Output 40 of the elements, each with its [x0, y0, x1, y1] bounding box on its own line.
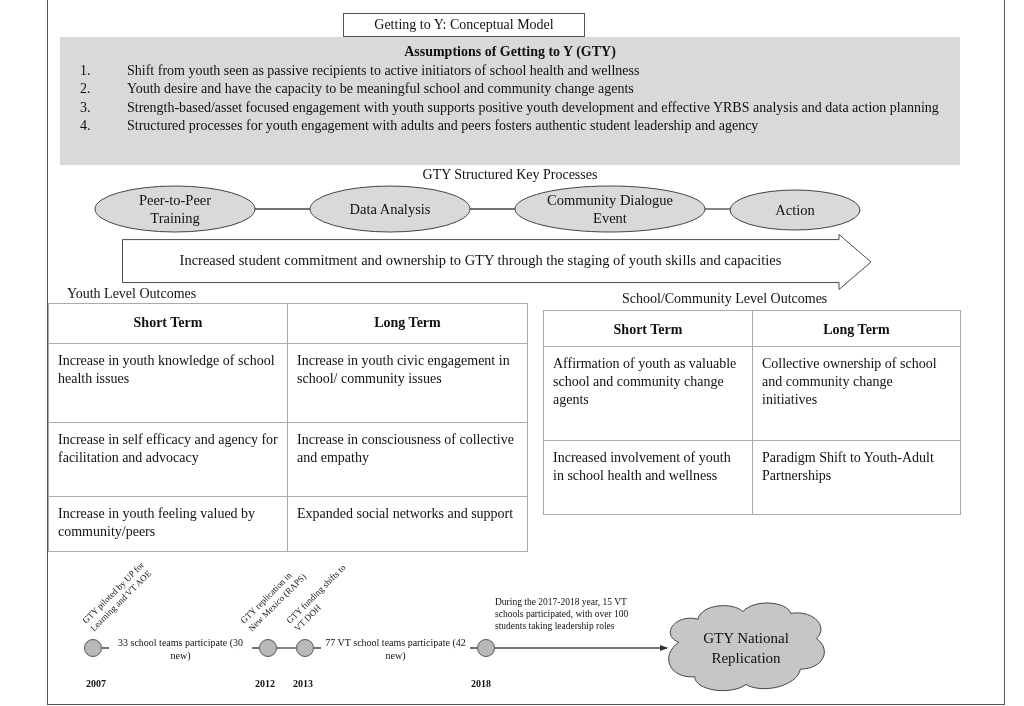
section-heading: GTY Structured Key Processes	[421, 167, 599, 183]
timeline-dot	[296, 639, 314, 657]
panel-heading: Assumptions of Getting to Y (GTY)	[404, 43, 616, 61]
table-cell: Increase in youth feeling valued by community/peers	[48, 496, 288, 552]
year-label: 2012	[255, 678, 275, 689]
list-item: Strength-based/asset focused engagement with youth supports positive youth development and effective YRBS analysis and data action planning	[127, 98, 939, 117]
diagram-title: Getting to Y: Conceptual Model	[343, 13, 585, 37]
list-number: 1.	[79, 61, 92, 80]
column-header: Short Term	[543, 310, 753, 347]
column-header: Short Term	[48, 303, 288, 344]
year-label: 2018	[471, 678, 491, 689]
connector-line	[469, 208, 516, 210]
list-item: Youth desire and have the capacity to be meaningful school and community change agents	[127, 80, 634, 98]
list-number: 4.	[79, 117, 92, 135]
list-number: 2.	[79, 80, 92, 98]
year-label: 2007	[86, 678, 106, 689]
list-item: Shift from youth seen as passive recipients to active initiators of school health and wellness	[127, 61, 640, 80]
timeline-dot	[84, 639, 102, 657]
table-cell: Increased involvement of youth in school health and wellness	[543, 440, 753, 515]
connector-line	[704, 208, 731, 210]
timeline-dot	[259, 639, 277, 657]
column-header: Long Term	[287, 303, 528, 344]
assumptions-panel	[60, 37, 960, 165]
connector-line	[276, 647, 297, 649]
timeline-dot	[477, 639, 495, 657]
milestone-note: During the 2017-2018 year, 15 VT schools participated, with over 100 students taking leadership roles	[495, 596, 630, 632]
table-cell: Expanded social networks and support	[287, 496, 528, 552]
table-cell: Paradigm Shift to Youth-Adult Partnerships	[752, 440, 961, 515]
edge-label: 77 VT school teams participate (42 new)	[321, 636, 470, 662]
list-number: 3.	[79, 98, 92, 117]
edge-label: 33 school teams participate (30 new)	[109, 636, 252, 662]
process-ellipse: Data Analysis	[310, 186, 470, 232]
year-label: 2013	[293, 678, 313, 689]
process-ellipse: Peer-to-Peer Training	[95, 186, 255, 232]
connector-line	[254, 208, 311, 210]
column-header: Long Term	[752, 310, 961, 347]
process-ellipse: Community Dialogue Event	[515, 186, 705, 232]
process-ellipse: Action	[730, 190, 860, 230]
list-item: Structured processes for youth engagement with adults and peers fosters authentic student leadership and agency	[127, 117, 759, 135]
arrow	[494, 645, 668, 651]
